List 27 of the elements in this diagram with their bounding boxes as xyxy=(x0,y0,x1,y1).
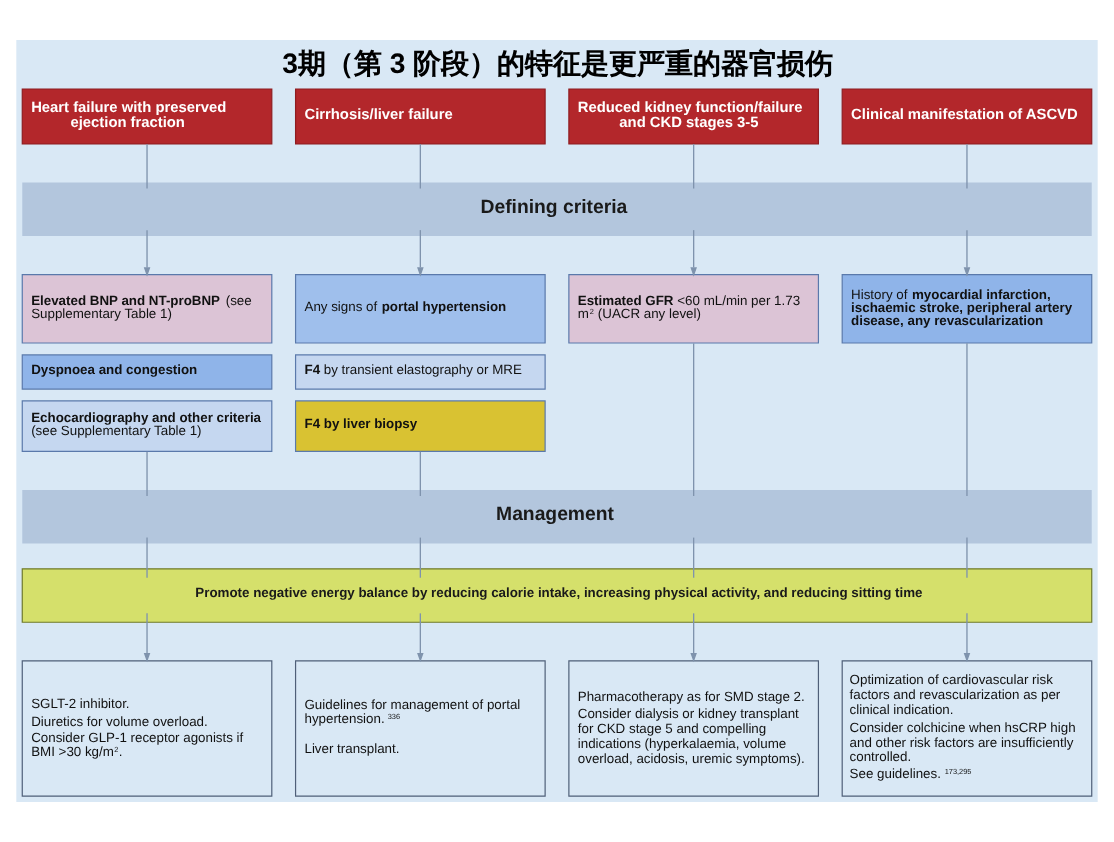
node-box: Management xyxy=(22,490,1092,544)
arrow xyxy=(963,229,971,277)
connector xyxy=(146,451,148,497)
node-box: Clinical manifestation of ASCVD xyxy=(841,88,1093,145)
arrow xyxy=(417,229,424,277)
connector xyxy=(693,342,695,497)
connector xyxy=(419,143,422,190)
arrow xyxy=(690,229,697,277)
node-box: Heart failure with preserved ejection fraction xyxy=(21,88,273,145)
arrow xyxy=(963,612,971,663)
diagram-title: 3期（第 3 阶段）的特征是更严重的器官损伤 xyxy=(282,46,834,79)
arrow xyxy=(690,612,697,663)
connector xyxy=(693,143,695,190)
arrow xyxy=(143,612,151,663)
arrow xyxy=(143,229,151,277)
node-box: Cirrhosis/liver failure xyxy=(294,88,546,145)
node-box: Reduced kidney function/failure and CKD stages 3-5 xyxy=(568,88,820,145)
connector xyxy=(419,536,422,579)
connector xyxy=(419,451,422,497)
node-box: Defining criteria xyxy=(22,182,1092,237)
arrow xyxy=(417,612,424,663)
connector xyxy=(146,536,148,579)
connector xyxy=(966,143,968,190)
connector xyxy=(966,342,968,497)
connector xyxy=(966,536,968,579)
connector xyxy=(693,536,695,579)
connector xyxy=(146,143,148,190)
